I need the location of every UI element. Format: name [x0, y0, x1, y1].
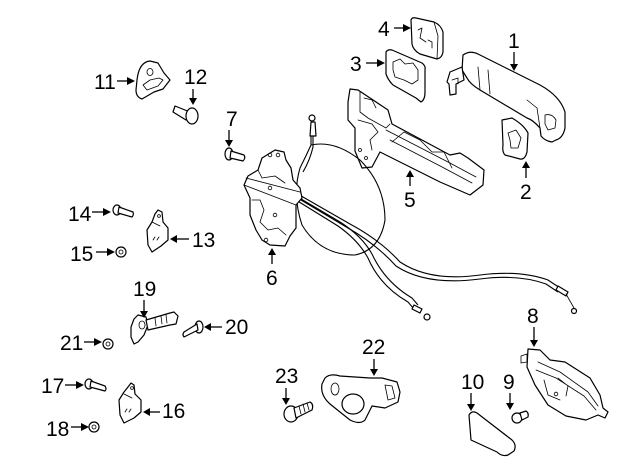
callout-19: 19 — [133, 278, 156, 301]
callout-14: 14 — [68, 203, 92, 226]
lower-hinge-bolt-part[interactable] — [84, 378, 107, 392]
door-check-part[interactable] — [130, 311, 179, 345]
callout-5: 5 — [404, 189, 416, 212]
callout-8: 8 — [527, 305, 539, 328]
callout-10: 10 — [461, 371, 484, 394]
callout-22: 22 — [362, 336, 385, 359]
callout-12: 12 — [184, 66, 207, 89]
callout-2: 2 — [520, 181, 532, 204]
callout-21: 21 — [60, 332, 83, 355]
callout-1: 1 — [508, 30, 520, 53]
upper-hinge-nut-part[interactable] — [115, 246, 127, 258]
door-switch-part[interactable] — [321, 374, 401, 424]
callout-13: 13 — [192, 229, 215, 252]
callout-9: 9 — [503, 371, 515, 394]
door-check-bolt-part[interactable] — [182, 320, 204, 338]
release-cables — [295, 114, 578, 321]
callout-3: 3 — [350, 53, 362, 76]
callout-17: 17 — [41, 375, 64, 398]
door-lock-actuator-part[interactable] — [243, 149, 303, 247]
callout-11: 11 — [94, 71, 116, 94]
door-check-nut-part[interactable] — [102, 338, 114, 350]
striker-bolt-part[interactable] — [283, 401, 314, 423]
callout-16: 16 — [162, 400, 185, 423]
handle-trim-part[interactable] — [468, 411, 516, 457]
inside-handle-part[interactable] — [520, 348, 609, 421]
lock-screw-part[interactable] — [224, 147, 246, 162]
handle-cover-part[interactable] — [410, 17, 444, 60]
inside-handle-screw-part[interactable] — [511, 410, 529, 424]
handle-rear-gasket-part[interactable] — [501, 117, 529, 160]
handle-front-gasket-part[interactable] — [385, 49, 426, 103]
callout-23: 23 — [275, 365, 298, 388]
callout-6: 6 — [266, 267, 278, 290]
striker-plate-part[interactable] — [135, 60, 171, 100]
clip-part[interactable] — [172, 105, 199, 125]
callout-20: 20 — [225, 316, 248, 339]
callout-7: 7 — [226, 108, 238, 131]
outside-handle-part[interactable] — [446, 51, 566, 143]
callout-15: 15 — [70, 243, 93, 266]
handle-bracket-part[interactable] — [347, 88, 485, 196]
callout-4: 4 — [378, 18, 390, 41]
callout-18: 18 — [46, 418, 69, 441]
upper-hinge-bolt-part[interactable] — [112, 204, 134, 218]
lower-hinge-part[interactable] — [118, 382, 142, 424]
upper-hinge-part[interactable] — [146, 209, 169, 253]
lower-hinge-nut-part[interactable] — [88, 421, 100, 433]
